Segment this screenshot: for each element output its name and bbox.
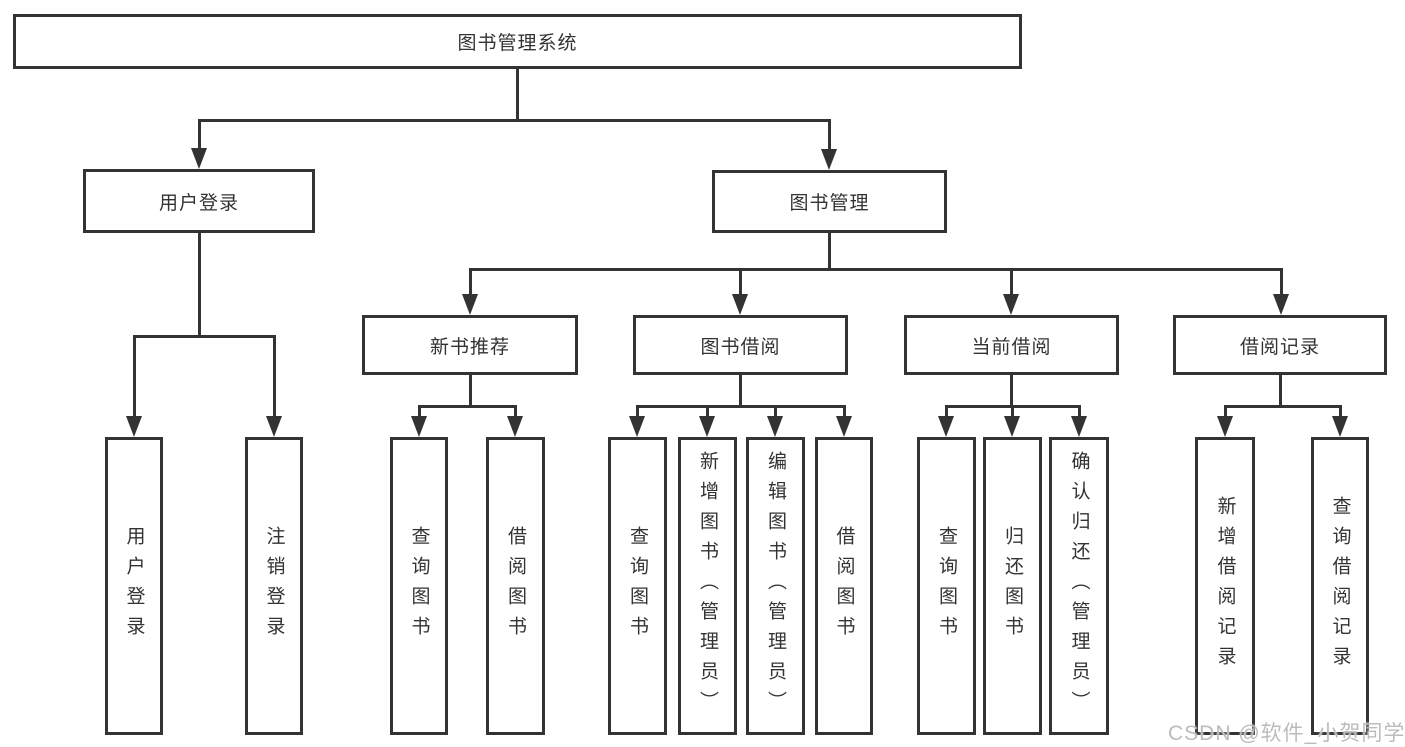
arrowhead-down-icon [1003, 294, 1019, 315]
arrowhead-down-icon [836, 416, 852, 437]
arrowhead-down-icon [191, 148, 207, 169]
node-current-confirm-return-admin: 确认归还（管理员） [1049, 437, 1109, 735]
node-borrowing-borrow-books: 借阅图书 [815, 437, 873, 735]
node-label: 确认归还（管理员） [1068, 451, 1090, 721]
node-label: 借阅图书 [505, 526, 526, 646]
node-current-return-books: 归还图书 [983, 437, 1042, 735]
connector-line [198, 233, 201, 337]
arrowhead-down-icon [732, 294, 748, 315]
connector-line [1279, 375, 1282, 407]
connector-line [1010, 268, 1013, 296]
connector-line [1010, 375, 1013, 407]
node-label: 查询图书 [408, 526, 430, 646]
connector-line [469, 375, 472, 407]
connector-line [843, 405, 846, 417]
node-label: 用户登录 [158, 192, 239, 214]
arrowhead-down-icon [938, 416, 954, 437]
arrowhead-down-icon [1332, 416, 1348, 437]
node-label: 新书推荐 [429, 336, 510, 358]
node-label: 新增借阅记录 [1214, 496, 1236, 676]
connector-line [198, 119, 201, 150]
connector-line [469, 268, 472, 296]
connector-line [828, 119, 831, 150]
connector-line [133, 335, 276, 338]
node-book-management: 图书管理 [712, 170, 947, 233]
node-leaf-user-login: 用户登录 [105, 437, 163, 735]
node-library-management-system: 图书管理系统 [13, 14, 1022, 69]
connector-line [273, 335, 276, 418]
node-label: 注销登录 [263, 526, 285, 646]
node-book-borrowing: 图书借阅 [633, 315, 848, 375]
arrowhead-down-icon [462, 294, 478, 315]
node-label: 编辑图书（管理员） [765, 451, 786, 721]
node-user-login: 用户登录 [83, 169, 315, 233]
connector-line [1339, 405, 1342, 417]
arrowhead-down-icon [699, 416, 715, 437]
node-label: 借阅图书 [833, 526, 855, 646]
connector-line [198, 119, 831, 122]
connector-line [739, 375, 742, 407]
node-borrowing-edit-books-admin: 编辑图书（管理员） [746, 437, 805, 735]
connector-line [636, 405, 639, 417]
connector-line [1224, 405, 1342, 408]
connector-line [739, 268, 742, 296]
node-current-query-books: 查询图书 [917, 437, 976, 735]
connector-line [945, 405, 948, 417]
node-leaf-logout: 注销登录 [245, 437, 303, 735]
arrowhead-down-icon [1273, 294, 1289, 315]
node-label: 查询图书 [936, 526, 957, 646]
node-label: 当前借阅 [971, 336, 1052, 358]
connector-line [636, 405, 846, 408]
watermark: CSDN @软件_小贺同学 [1168, 722, 1405, 745]
node-label: 归还图书 [1002, 526, 1023, 646]
connector-line [516, 69, 519, 121]
connector-line [514, 405, 517, 417]
node-label: 图书管理系统 [457, 33, 578, 54]
node-label: 新增图书（管理员） [697, 451, 718, 721]
connector-line [418, 405, 517, 408]
node-label: 用户登录 [123, 526, 145, 646]
node-records-add-record: 新增借阅记录 [1195, 437, 1255, 735]
connector-line [1011, 405, 1014, 417]
node-label: 查询借阅记录 [1329, 496, 1351, 676]
node-label: 图书管理 [789, 193, 870, 214]
connector-line [469, 268, 1283, 271]
connector-line [1224, 405, 1227, 417]
connector-line [1078, 405, 1081, 417]
node-label: 借阅记录 [1239, 336, 1320, 358]
connector-line [418, 405, 421, 417]
node-borrowing-records: 借阅记录 [1173, 315, 1387, 375]
node-borrowing-add-books-admin: 新增图书（管理员） [678, 437, 737, 735]
connector-line [828, 233, 831, 270]
node-label: 查询图书 [627, 526, 648, 646]
arrowhead-down-icon [1071, 416, 1087, 437]
arrowhead-down-icon [507, 416, 523, 437]
node-new-book-recommend: 新书推荐 [362, 315, 578, 375]
connector-line [133, 335, 136, 418]
arrowhead-down-icon [767, 416, 783, 437]
node-records-query-record: 查询借阅记录 [1311, 437, 1369, 735]
connector-line [706, 405, 709, 417]
arrowhead-down-icon [1004, 416, 1020, 437]
node-recommend-borrow-books: 借阅图书 [486, 437, 545, 735]
node-borrowing-query-books: 查询图书 [608, 437, 667, 735]
connector-line [774, 405, 777, 417]
node-label: 图书借阅 [700, 336, 781, 358]
arrowhead-down-icon [1217, 416, 1233, 437]
arrowhead-down-icon [266, 416, 282, 437]
node-recommend-query-books: 查询图书 [390, 437, 448, 735]
arrowhead-down-icon [629, 416, 645, 437]
arrowhead-down-icon [821, 149, 837, 170]
connector-line [1280, 268, 1283, 296]
arrowhead-down-icon [126, 416, 142, 437]
node-current-borrowing: 当前借阅 [904, 315, 1119, 375]
arrowhead-down-icon [411, 416, 427, 437]
